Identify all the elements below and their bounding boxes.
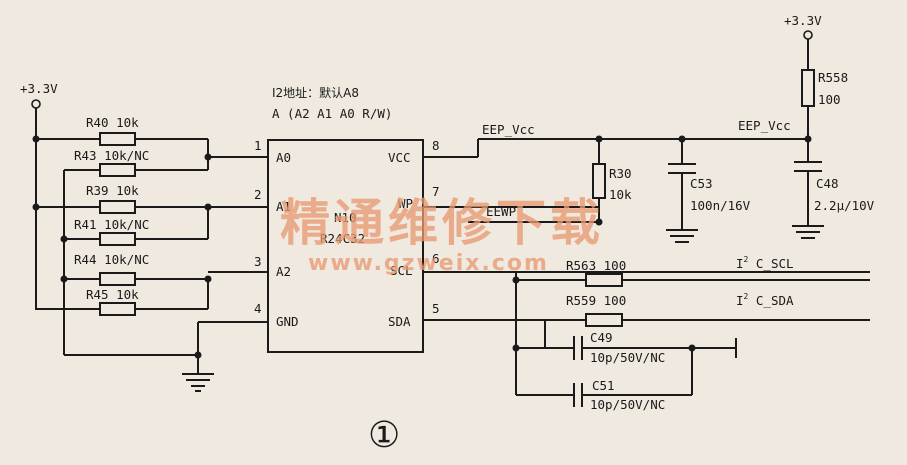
svg-text:R39 10k: R39 10k	[86, 183, 139, 198]
svg-text:10p/50V/NC: 10p/50V/NC	[590, 350, 665, 365]
watermark-title: 精通维修下载	[280, 193, 604, 252]
svg-text:VCC: VCC	[388, 150, 411, 165]
svg-text:R30: R30	[609, 166, 632, 181]
svg-text:C53: C53	[690, 176, 713, 191]
resistor-links	[135, 138, 268, 310]
svg-text:A1: A1	[276, 199, 291, 214]
capacitor-c49: C49 10p/50V/NC	[512, 330, 737, 365]
resistor-r30: R30 10k	[592, 139, 632, 222]
eeprom-ic: I2地址：默认A8 A (A2 A1 A0 R/W) N10 R24C32 A0…	[254, 85, 440, 353]
svg-text:R558: R558	[818, 70, 848, 85]
eewp-label: EEWP	[486, 204, 516, 219]
right-supply: +3.3V R558 100	[784, 13, 848, 162]
svg-text:WP: WP	[398, 196, 413, 211]
scl-net: R563 100 I2 C_SCL	[423, 255, 870, 395]
svg-text:C51: C51	[592, 378, 615, 393]
svg-text:SCL: SCL	[390, 263, 413, 278]
wp-net: EEWP	[423, 204, 603, 226]
left-gnd-rail	[60, 169, 198, 356]
svg-text:7: 7	[432, 184, 440, 199]
svg-text:R41 10k/NC: R41 10k/NC	[74, 217, 149, 232]
svg-text:1: 1	[254, 138, 262, 153]
left-supply-terminal	[31, 99, 41, 109]
sda-net: R559 100 I2 C_SDA	[423, 292, 870, 348]
resistor-r45: R45 10k	[86, 287, 139, 316]
svg-text:2: 2	[254, 187, 262, 202]
svg-text:5: 5	[432, 301, 440, 316]
left-supply-label: +3.3V	[20, 81, 58, 96]
svg-text:SDA: SDA	[388, 314, 411, 329]
svg-text:10p/50V/NC: 10p/50V/NC	[590, 397, 665, 412]
svg-text:A0: A0	[276, 150, 291, 165]
svg-text:6: 6	[432, 251, 440, 266]
resistor-r39: R39 10k	[86, 183, 139, 214]
svg-text:100: 100	[818, 92, 841, 107]
watermark-url: www.gzweix.com	[308, 251, 549, 276]
i2c-sda-label: I2 C_SDA	[736, 292, 794, 308]
capacitor-c53: C53 100n/16V	[666, 139, 751, 243]
resistor-r41: R41 10k/NC	[74, 217, 149, 246]
i2c-address-note: I2地址：默认A8	[272, 85, 359, 100]
figure-number: ①	[368, 415, 400, 456]
resistor-r44: R44 10k/NC	[74, 252, 149, 286]
resistor-r43: R43 10k/NC	[74, 148, 149, 177]
left-supply: +3.3V	[20, 81, 100, 310]
svg-text:2.2μ/10V: 2.2μ/10V	[814, 198, 875, 213]
resistor-r40: R40 10k	[86, 115, 139, 146]
capacitor-c51: C51 10p/50V/NC	[516, 348, 693, 412]
ic-part: R24C32	[320, 231, 365, 246]
right-supply-label: +3.3V	[784, 13, 822, 28]
svg-text:R563 100: R563 100	[566, 258, 626, 273]
capacitor-c48: C48 2.2μ/10V	[792, 161, 875, 239]
svg-text:8: 8	[432, 138, 440, 153]
address-bits-note: A (A2 A1 A0 R/W)	[272, 106, 392, 121]
svg-text:R45 10k: R45 10k	[86, 287, 139, 302]
eep-vcc-label-1: EEP_Vcc	[482, 122, 535, 137]
svg-text:C49: C49	[590, 330, 613, 345]
svg-text:10k: 10k	[609, 187, 632, 202]
vcc-net: EEP_Vcc EEP_Vcc	[423, 118, 812, 158]
eep-vcc-label-2: EEP_Vcc	[738, 118, 791, 133]
svg-text:GND: GND	[276, 314, 299, 329]
svg-text:R559 100: R559 100	[566, 293, 626, 308]
svg-text:C48: C48	[816, 176, 839, 191]
svg-text:R40 10k: R40 10k	[86, 115, 139, 130]
svg-text:R43 10k/NC: R43 10k/NC	[74, 148, 149, 163]
svg-text:3: 3	[254, 254, 262, 269]
svg-text:R44 10k/NC: R44 10k/NC	[74, 252, 149, 267]
ground-symbol-left	[182, 321, 268, 392]
svg-text:4: 4	[254, 301, 262, 316]
i2c-scl-label: I2 C_SCL	[736, 255, 794, 271]
svg-text:A2: A2	[276, 264, 291, 279]
ic-ref: N10	[334, 210, 357, 225]
svg-text:100n/16V: 100n/16V	[690, 198, 751, 213]
